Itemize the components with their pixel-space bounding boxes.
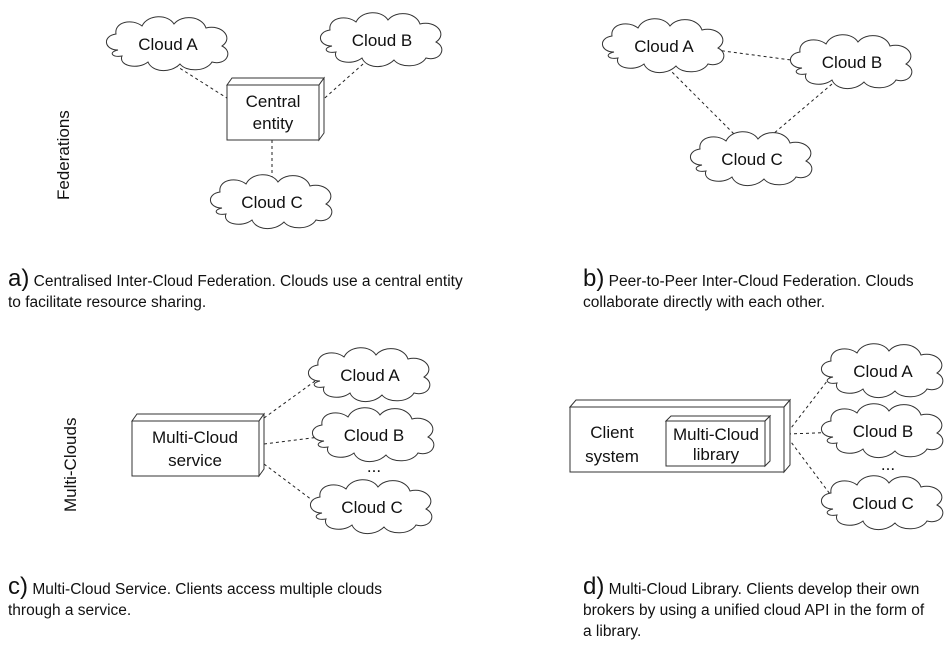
- library-label-line2: library: [693, 445, 740, 464]
- more-clouds-ellipsis: ...: [367, 457, 381, 476]
- caption-a-text: Centralised Inter-Cloud Federation. Clou…: [8, 273, 463, 311]
- caption-b-text: Peer-to-Peer Inter-Cloud Federation. Clo…: [583, 273, 914, 311]
- panel-d: Cloud A Cloud B ... Cloud C Client syste…: [568, 343, 944, 531]
- cloud-label: Cloud A: [340, 366, 400, 385]
- cloud-a-node: Cloud A: [820, 343, 944, 399]
- client-label-line2: system: [585, 447, 639, 466]
- cloud-c-node: Cloud C: [820, 475, 944, 531]
- panel-b: Cloud A Cloud B Cloud C: [601, 18, 913, 187]
- link-c-service-cloud-b: [263, 435, 329, 445]
- entity-label-line2: entity: [253, 114, 294, 133]
- cloud-label: Cloud C: [341, 498, 402, 517]
- caption-c-letter: c): [8, 573, 28, 600]
- caption-b: b) Peer-to-Peer Inter-Cloud Federation. …: [583, 265, 933, 313]
- caption-c-text: Multi-Cloud Service. Clients access mult…: [8, 581, 383, 619]
- cloud-b-node: Cloud B: [319, 12, 443, 68]
- cloud-a-node: Cloud A: [105, 16, 229, 72]
- federations-label: Federations: [54, 110, 73, 200]
- caption-c: c) Multi-Cloud Service. Clients access m…: [8, 573, 408, 621]
- cloud-label: Cloud B: [853, 422, 913, 441]
- library-label-line1: Multi-Cloud: [673, 425, 759, 444]
- link-b-cloud-b-cloud-c: [765, 83, 833, 141]
- cloud-label: Cloud A: [138, 35, 198, 54]
- cloud-label: Cloud A: [853, 362, 913, 381]
- service-label-line2: service: [168, 451, 222, 470]
- cloud-label: Cloud C: [852, 494, 913, 513]
- service-label-line1: Multi-Cloud: [152, 428, 238, 447]
- caption-a-letter: a): [8, 265, 30, 292]
- cloud-c-node: Cloud C: [309, 479, 433, 535]
- cloud-a-node: Cloud A: [307, 347, 431, 403]
- caption-d-letter: d): [583, 573, 605, 600]
- multi-cloud-library-box: Multi-Cloud library: [664, 414, 772, 468]
- link-b-cloud-a-cloud-c: [667, 67, 739, 139]
- link-d-library-cloud-a: [787, 371, 835, 433]
- cloud-label: Cloud A: [634, 37, 694, 56]
- link-d-library-cloud-c: [787, 437, 837, 503]
- panel-a: Cloud A Cloud B Cloud C Central entity: [105, 12, 443, 230]
- cloud-label: Cloud B: [344, 426, 404, 445]
- cloud-c-node: Cloud C: [209, 174, 333, 230]
- cloud-label: Cloud B: [822, 53, 882, 72]
- cloud-b-node: Cloud B: [789, 34, 913, 90]
- multi-cloud-service-box: Multi-Cloud service: [131, 412, 265, 478]
- entity-label-line1: Central: [246, 92, 301, 111]
- cloud-b-node: Cloud B: [820, 403, 944, 459]
- cloud-label: Cloud B: [352, 31, 412, 50]
- link-a-cloud-b-entity: [317, 55, 373, 105]
- link-c-service-cloud-c: [263, 463, 321, 507]
- cloud-a-node: Cloud A: [601, 18, 725, 74]
- panel-c: Cloud A Cloud B ... Cloud C Multi-Cloud …: [131, 347, 435, 535]
- caption-a: a) Centralised Inter-Cloud Federation. C…: [8, 265, 468, 313]
- caption-d-text: Multi-Cloud Library. Clients develop the…: [583, 581, 925, 640]
- cloud-b-node: Cloud B: [311, 407, 435, 463]
- cloud-label: Cloud C: [241, 193, 302, 212]
- cloud-c-node: Cloud C: [689, 131, 813, 187]
- client-label-line1: Client: [590, 423, 634, 442]
- caption-b-letter: b): [583, 265, 605, 292]
- more-clouds-ellipsis: ...: [881, 455, 895, 474]
- central-entity-box: Central entity: [226, 76, 325, 142]
- link-c-service-cloud-a: [263, 375, 323, 419]
- multi-clouds-label: Multi-Clouds: [61, 418, 80, 512]
- cloud-label: Cloud C: [721, 150, 782, 169]
- caption-d: d) Multi-Cloud Library. Clients develop …: [583, 573, 933, 642]
